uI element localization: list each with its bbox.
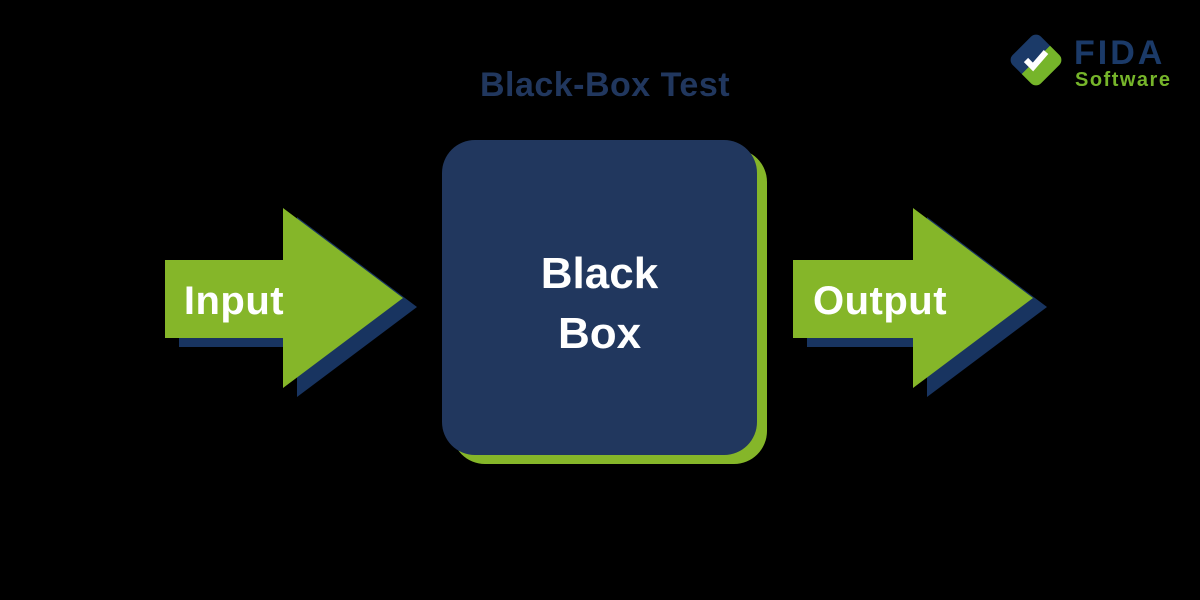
diagram-title: Black-Box Test (479, 66, 731, 104)
input-arrow-label: Input (183, 279, 285, 323)
input-arrow-shape (165, 208, 403, 388)
black-box-label-line2: Box (557, 308, 642, 358)
logo-brand: FIDA (1074, 34, 1166, 72)
output-arrow-shape (793, 208, 1033, 388)
black-box: Black Box (442, 140, 757, 455)
logo-check-icon (1023, 50, 1049, 72)
logo-subtitle: Software (1075, 69, 1172, 91)
output-arrow-label: Output (812, 279, 948, 323)
black-box-label-line1: Black (540, 248, 659, 298)
fida-logo: FIDA Software (1006, 28, 1181, 94)
check-diamond-icon (1006, 30, 1066, 90)
